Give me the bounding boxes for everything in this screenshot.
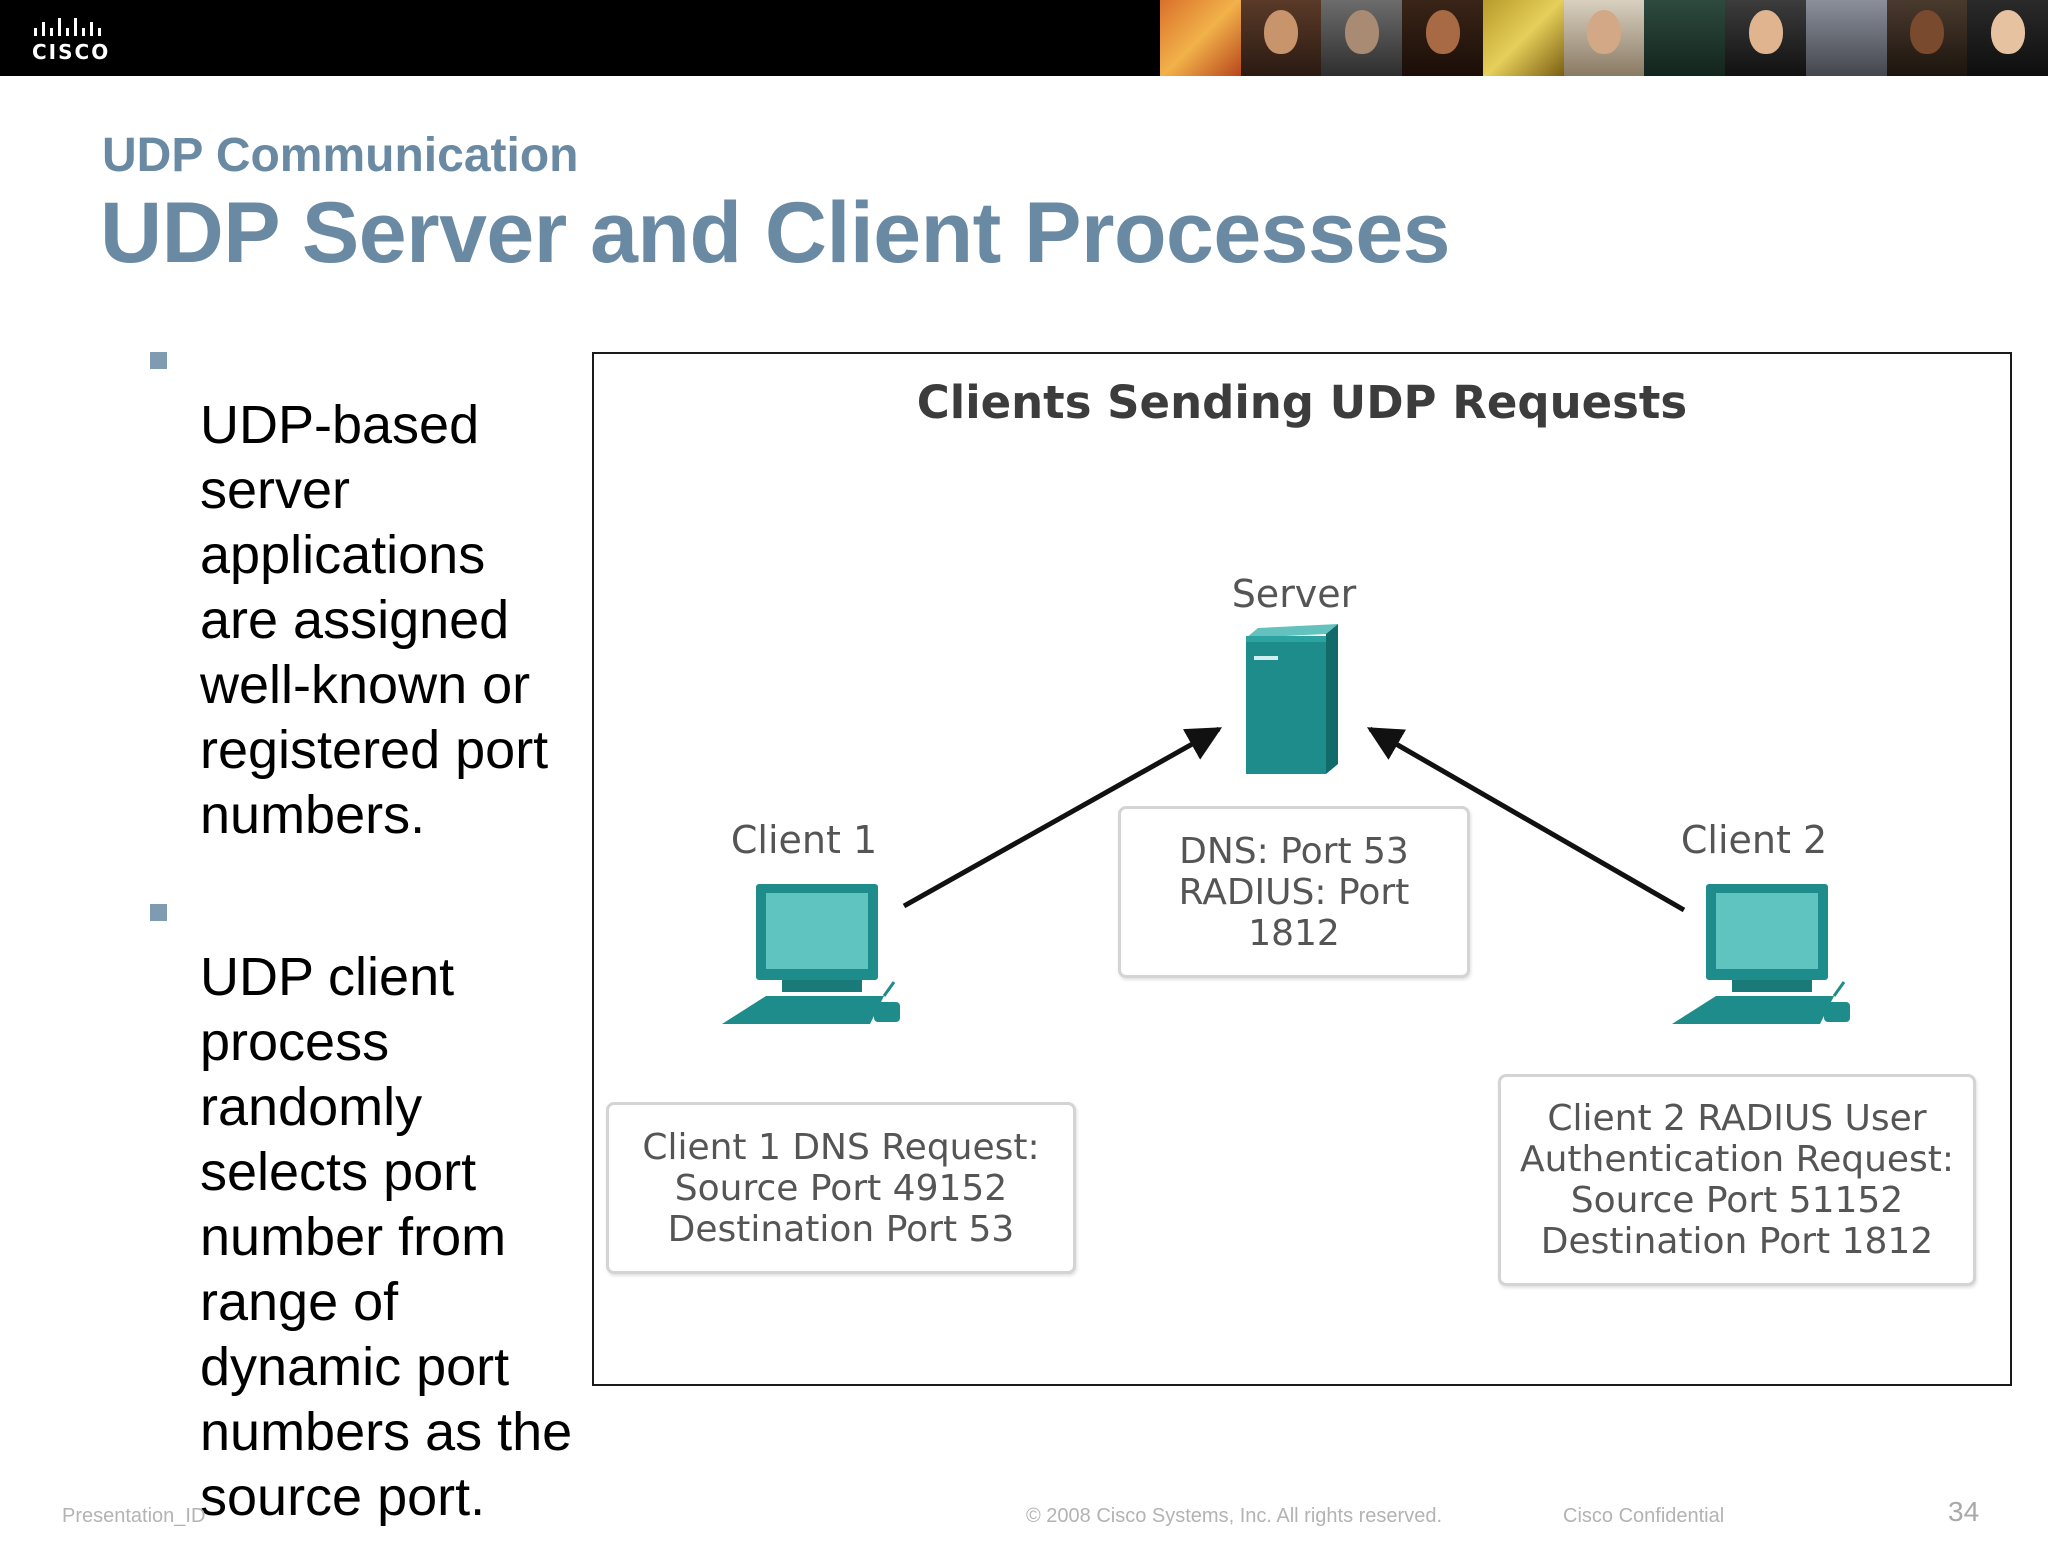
diagram-title: Clients Sending UDP Requests (916, 376, 1688, 429)
slide-subtitle: UDP Communication (102, 129, 579, 182)
cisco-logo-wordmark: CISCO (32, 40, 111, 64)
cisco-logo: CISCO (26, 12, 126, 64)
client1-request-line: Source Port 49152 (674, 1167, 1008, 1209)
photo-tile (1321, 0, 1403, 76)
top-banner: CISCO (0, 0, 2048, 76)
arrow-client2-to-server (1366, 726, 1686, 913)
client2-request-line: Authentication Request: (1519, 1139, 1955, 1180)
photo-tile (1160, 0, 1241, 76)
photo-tile (1563, 0, 1645, 76)
arrow-client1-to-server (902, 726, 1223, 909)
slide-title: UDP Server and Client Processes (100, 185, 1451, 281)
footer-presentation-id: Presentation_ID (62, 1505, 206, 1527)
server-port-line: DNS: Port 53 (1179, 830, 1409, 872)
photo-tile (1240, 0, 1322, 76)
client2-request-line: Source Port 51152 (1570, 1180, 1904, 1221)
bullet-item: UDP-based server applications are assign… (148, 328, 588, 848)
client2-request-line: Client 2 RADIUS User (1547, 1098, 1927, 1139)
photo-tile (1805, 0, 1887, 76)
photo-tile (1644, 0, 1726, 76)
footer-confidential: Cisco Confidential (1563, 1505, 1725, 1527)
client1-request-box: Client 1 DNS Request: Source Port 49152 … (606, 1102, 1076, 1274)
page-number: 34 (1948, 1496, 1980, 1527)
photo-tile (1725, 0, 1806, 76)
server-label: Server (1231, 572, 1357, 616)
cisco-bars-icon (34, 18, 101, 36)
client2-computer-icon (1672, 884, 1850, 1024)
footer-copyright: © 2008 Cisco Systems, Inc. All rights re… (1026, 1505, 1443, 1527)
udp-requests-diagram: Clients Sending UDP Requests (592, 352, 2012, 1386)
server-ports-box: DNS: Port 53 RADIUS: Port 1812 (1118, 806, 1470, 978)
client1-request-line: Client 1 DNS Request: (642, 1126, 1040, 1168)
bullet-square-icon (150, 904, 167, 921)
client2-request-box: Client 2 RADIUS User Authentication Requ… (1498, 1074, 1976, 1286)
diagram-graphics (722, 624, 1850, 1024)
server-port-line: RADIUS: Port (1178, 871, 1410, 913)
bullet-list: UDP-based server applications are assign… (148, 328, 588, 1562)
client1-request-line: Destination Port 53 (667, 1208, 1015, 1250)
bullet-square-icon (150, 352, 167, 369)
photo-tile (1967, 0, 2048, 76)
client1-label: Client 1 (730, 818, 878, 862)
server-icon (1246, 624, 1338, 774)
client2-label: Client 2 (1680, 818, 1828, 862)
photo-tile (1482, 0, 1564, 76)
photo-tile (1402, 0, 1483, 76)
client1-computer-icon (722, 884, 900, 1024)
photo-tile (1886, 0, 1968, 76)
server-port-line: 1812 (1248, 912, 1340, 954)
client2-request-line: Destination Port 1812 (1540, 1221, 1934, 1262)
bullet-text: UDP client process randomly selects port… (200, 947, 573, 1527)
bullet-item: UDP client process randomly selects port… (148, 880, 588, 1530)
bullet-text: UDP-based server applications are assign… (200, 395, 549, 845)
photo-strip (1160, 0, 2048, 76)
